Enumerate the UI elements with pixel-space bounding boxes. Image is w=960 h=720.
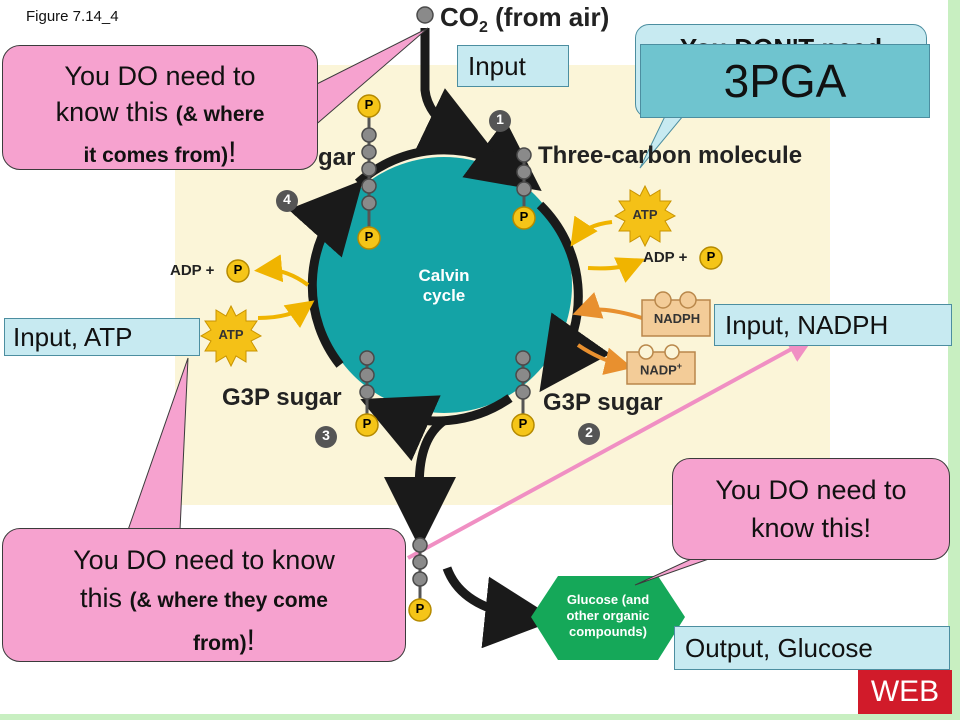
adp-label-right: ADP + xyxy=(643,249,688,266)
frame-bottom xyxy=(0,714,960,720)
nadph-shape xyxy=(641,299,711,337)
phosphate-label: P xyxy=(519,209,529,224)
atp-label-right: ATP xyxy=(632,207,658,222)
phosphate-label: P xyxy=(364,229,374,244)
atp-burst-right xyxy=(613,184,677,248)
phosphate-label: P xyxy=(364,97,374,112)
step-1: 1 xyxy=(496,111,504,127)
molecule-chain-output xyxy=(412,537,428,587)
input-atp-box: Input, ATP xyxy=(4,318,200,356)
glucose-label: Glucose (and other organic compounds) xyxy=(566,592,650,639)
frame-right xyxy=(948,0,960,720)
adp-out-arrow-right xyxy=(587,257,646,283)
step-2: 2 xyxy=(585,424,593,440)
molecule-chain-left-top xyxy=(361,127,377,211)
figure-label: Figure 7.14_4 xyxy=(26,8,119,25)
calvin-cycle-circle xyxy=(316,157,572,413)
calvin-cycle-label: Calvin cycle xyxy=(418,266,470,305)
cycle-arrow-right xyxy=(536,201,611,393)
callout-mid-right: You DO need to know this! xyxy=(672,458,950,560)
g3p-exit-arrow xyxy=(384,416,456,549)
atp-burst-left xyxy=(199,304,263,368)
g3p-label-left: G3P sugar xyxy=(222,384,342,411)
molecule-chain-right-top xyxy=(516,147,532,197)
nadp-shape xyxy=(626,351,696,385)
atp-in-arrow-right xyxy=(570,215,613,247)
sugar-partial-label: gar xyxy=(318,144,356,171)
three-carbon-label: Three-carbon molecule xyxy=(538,142,803,169)
phosphate-label: P xyxy=(706,249,716,264)
input-nadph-box: Input, NADPH xyxy=(714,304,952,346)
phosphate-label: P xyxy=(518,416,528,431)
atp-label-left: ATP xyxy=(218,327,244,342)
nadph-in-arrow xyxy=(572,292,643,320)
nadph-label: NADPH xyxy=(653,311,701,326)
web-button[interactable]: WEB xyxy=(858,670,952,714)
step-4: 4 xyxy=(283,191,291,207)
phosphate-label: P xyxy=(362,416,372,431)
pga-box: 3PGA xyxy=(640,44,930,118)
callout-tail-bottom-left xyxy=(127,357,189,531)
phosphate-circles xyxy=(226,94,723,622)
phosphate-label: P xyxy=(415,601,425,616)
output-glucose-box: Output, Glucose xyxy=(674,626,950,670)
step-circles xyxy=(276,110,600,448)
step-3: 3 xyxy=(322,427,330,443)
adp-label-left: ADP + xyxy=(170,262,215,279)
callout-top-left: You DO need to know this (& where it com… xyxy=(2,45,318,170)
input-box-top: Input xyxy=(457,45,569,87)
co2-label: CO2 (from air) xyxy=(440,2,610,37)
pink-pointer-line xyxy=(407,336,816,560)
glucose-arrow xyxy=(442,566,557,649)
co2-entry-arrow xyxy=(413,28,495,154)
cycle-arrow-bottom xyxy=(360,394,513,462)
co2-molecule xyxy=(416,6,434,24)
phosphate-label: P xyxy=(233,262,243,277)
glucose-hexagon xyxy=(531,576,685,660)
callout-bottom-left: You DO need to know this (& where they c… xyxy=(2,528,406,662)
adp-out-arrow-left xyxy=(254,254,310,287)
cycle-arrow-left xyxy=(288,179,364,368)
molecule-chain-left-bottom xyxy=(359,350,375,400)
nadp-label: NADP+ xyxy=(639,361,683,378)
atp-in-arrow-left xyxy=(257,300,315,329)
molecule-chain-right-bottom xyxy=(515,350,531,400)
g3p-label-right: G3P sugar xyxy=(543,389,663,416)
nadp-out-arrow xyxy=(576,343,633,375)
